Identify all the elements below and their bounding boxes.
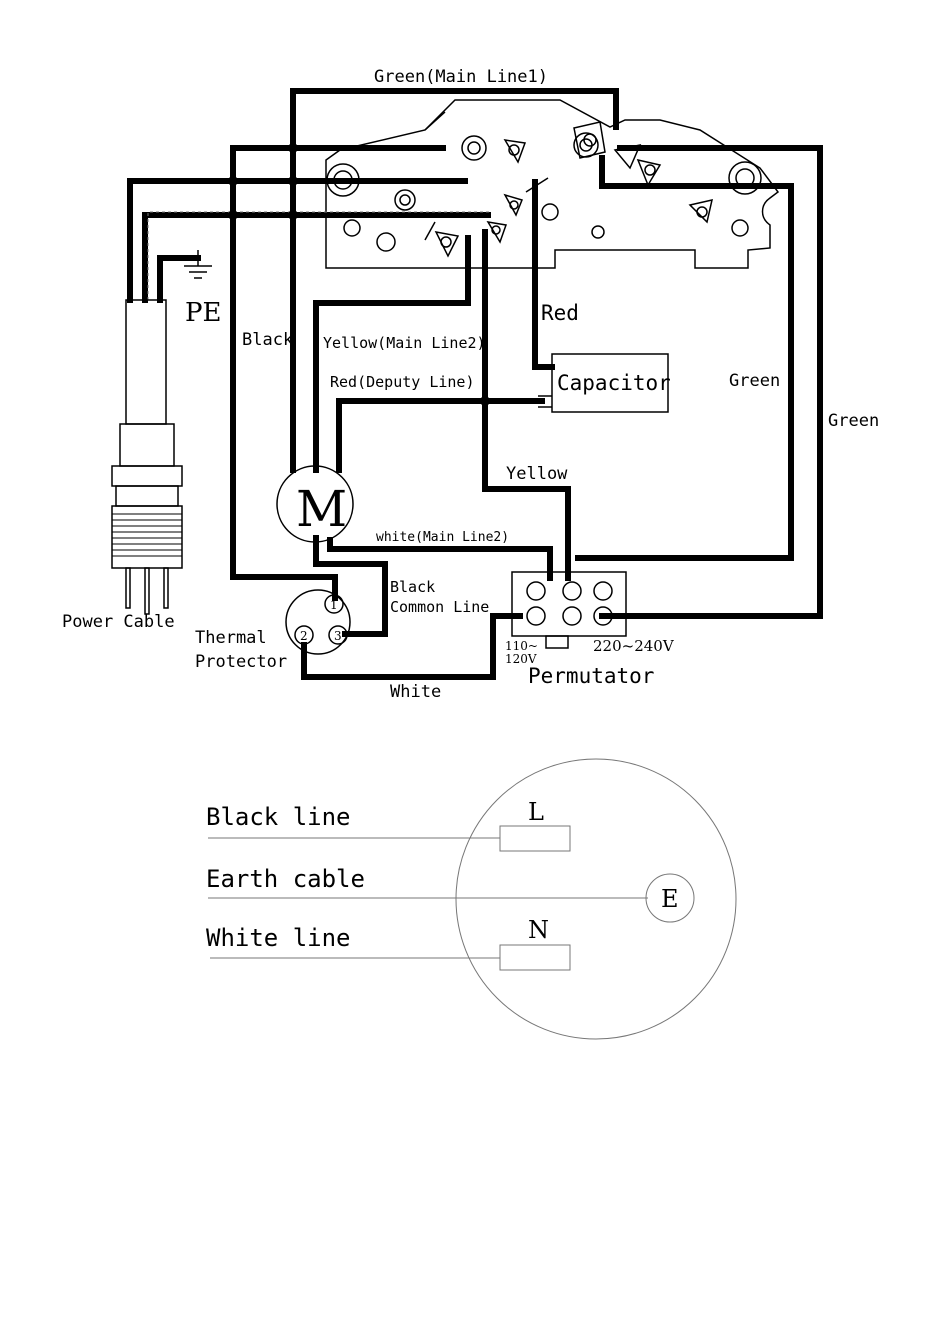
- label-e: E: [661, 885, 679, 913]
- label-thermal-protector-2: Protector: [195, 652, 287, 672]
- label-earth-cable: Earth cable: [206, 865, 365, 893]
- plug-face-diagram: Black line Earth cable White line L E N: [206, 759, 736, 1039]
- label-pe: PE: [185, 298, 221, 328]
- label-green-main-line1: Green(Main Line1): [374, 67, 548, 87]
- label-black-common-line-2: Common Line: [390, 598, 489, 616]
- label-n: N: [528, 916, 549, 944]
- label-white: White: [390, 682, 441, 702]
- label-thermal-protector-1: Thermal: [195, 628, 267, 648]
- wire-red: [535, 182, 552, 367]
- label-white-main-line2: white(Main Line2): [376, 530, 509, 545]
- earth-ground-icon: [184, 250, 212, 278]
- label-black: Black: [242, 330, 293, 350]
- label-green-far-right: Green: [828, 411, 879, 431]
- label-tp-1: 1: [330, 598, 338, 612]
- label-220v: 220~240V: [593, 637, 675, 655]
- label-tp-3: 3: [334, 629, 342, 643]
- label-capacitor: Capacitor: [557, 371, 671, 395]
- diagram-labels: Green(Main Line1) Black Yellow(Main Line…: [62, 67, 879, 702]
- label-white-line: White line: [206, 924, 351, 952]
- wire-earth: [160, 258, 198, 300]
- label-motor: M: [296, 480, 347, 538]
- power-cable-plug: [112, 300, 182, 614]
- label-yellow-main-line2: Yellow(Main Line2): [323, 334, 486, 352]
- wire-yellow: [485, 232, 568, 578]
- thermal-protector: [286, 590, 350, 654]
- label-black-line: Black line: [206, 803, 351, 831]
- label-red-deputy-line: Red(Deputy Line): [330, 373, 475, 391]
- label-l: L: [528, 798, 544, 826]
- wire-red-deputy-line: [339, 401, 542, 470]
- label-yellow: Yellow: [506, 464, 568, 484]
- label-permutator: Permutator: [528, 664, 654, 688]
- label-power-cable: Power Cable: [62, 612, 175, 632]
- label-green-right: Green: [729, 371, 780, 391]
- label-110v-1: 110~: [505, 639, 538, 653]
- wire-green-right: [578, 158, 791, 558]
- label-red: Red: [541, 301, 579, 325]
- label-tp-2: 2: [300, 629, 308, 643]
- wire-white: [304, 616, 520, 677]
- label-black-common-line-1: Black: [390, 578, 435, 596]
